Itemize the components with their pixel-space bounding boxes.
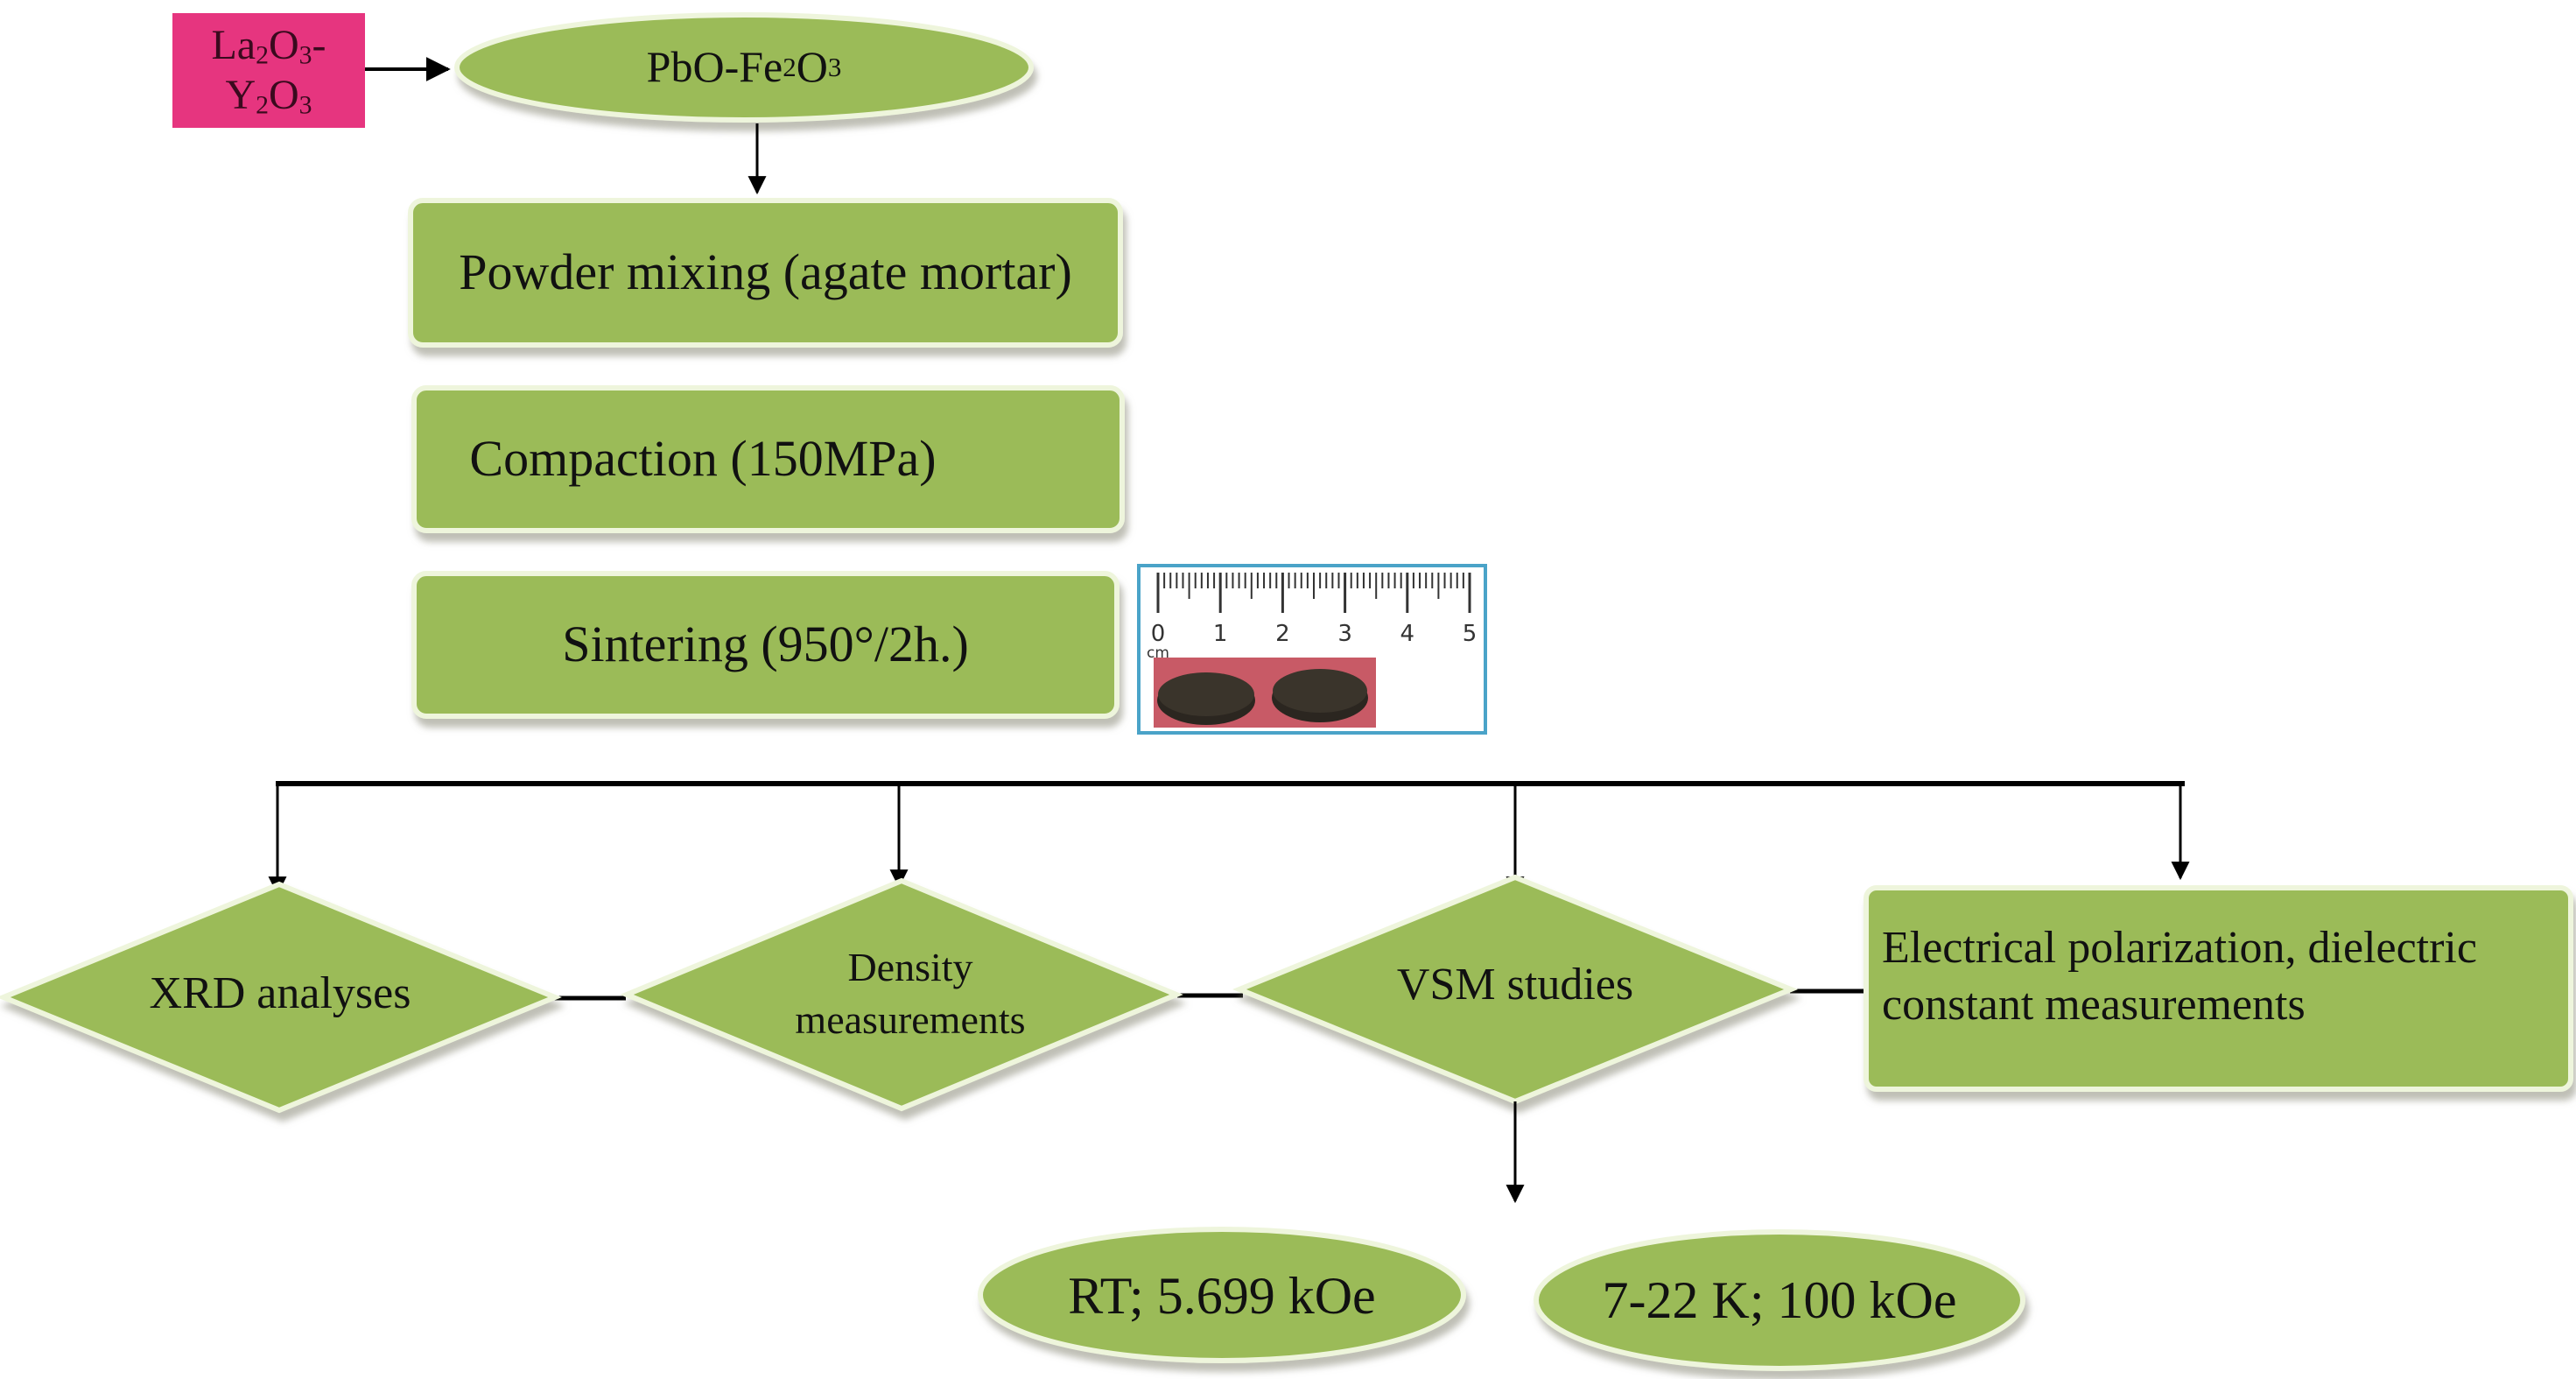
step-powder-mixing-label: Powder mixing (agate mortar) (459, 243, 1072, 301)
ruler-tick-label: 0 (1151, 621, 1166, 647)
step-powder-mixing (408, 198, 1123, 348)
analysis-electrical-label: Electrical polarization, dielectric cons… (1882, 911, 2573, 1042)
analysis-vsm-label: VSM studies (1396, 960, 1634, 1010)
step-sintering (411, 571, 1120, 719)
analysis-electrical-line1: Electrical polarization, dielectric (1882, 923, 2477, 973)
analysis-density-line1: Density (847, 945, 973, 990)
ruler-tick-label: 4 (1400, 621, 1415, 647)
analysis-density (620, 877, 1183, 1112)
vsm-result-low-temp-label: 7-22 K; 100 kOe (1602, 1270, 1957, 1329)
analysis-density-line2: measurements (795, 997, 1026, 1042)
input-node-line1: La2O3- (211, 21, 326, 70)
analysis-density-label: Density measurements (683, 928, 1138, 1059)
analysis-electrical (1864, 885, 2573, 1092)
start-node-pbo-fe2o3 (454, 12, 1034, 123)
step-sintering-label: Sintering (950°/2h.) (562, 616, 969, 673)
step-compaction-label: Compaction (150MPa) (469, 430, 937, 488)
vsm-result-low-temp (1534, 1229, 2025, 1371)
ruler-tick-label: 5 (1463, 621, 1478, 647)
vsm-result-rt-label: RT; 5.699 kOe (1068, 1266, 1376, 1325)
input-node-label: La2O3- Y2O3 (172, 13, 365, 128)
input-node-line2: Y2O3 (225, 71, 312, 119)
pellet-right-top (1273, 669, 1367, 713)
ruler-tick-label: 1 (1213, 621, 1228, 647)
input-node-la2o3-y2o3 (172, 13, 365, 128)
ruler-tick-label: 3 (1337, 621, 1352, 647)
pellet-left-top (1158, 672, 1254, 716)
step-compaction (411, 385, 1125, 533)
vsm-result-rt (978, 1227, 1466, 1363)
ruler-tick-label: 2 (1275, 621, 1290, 647)
analysis-electrical-line2: constant measurements (1882, 980, 2306, 1030)
analysis-xrd-label: XRD analyses (149, 968, 411, 1019)
analysis-xrd (0, 881, 562, 1114)
